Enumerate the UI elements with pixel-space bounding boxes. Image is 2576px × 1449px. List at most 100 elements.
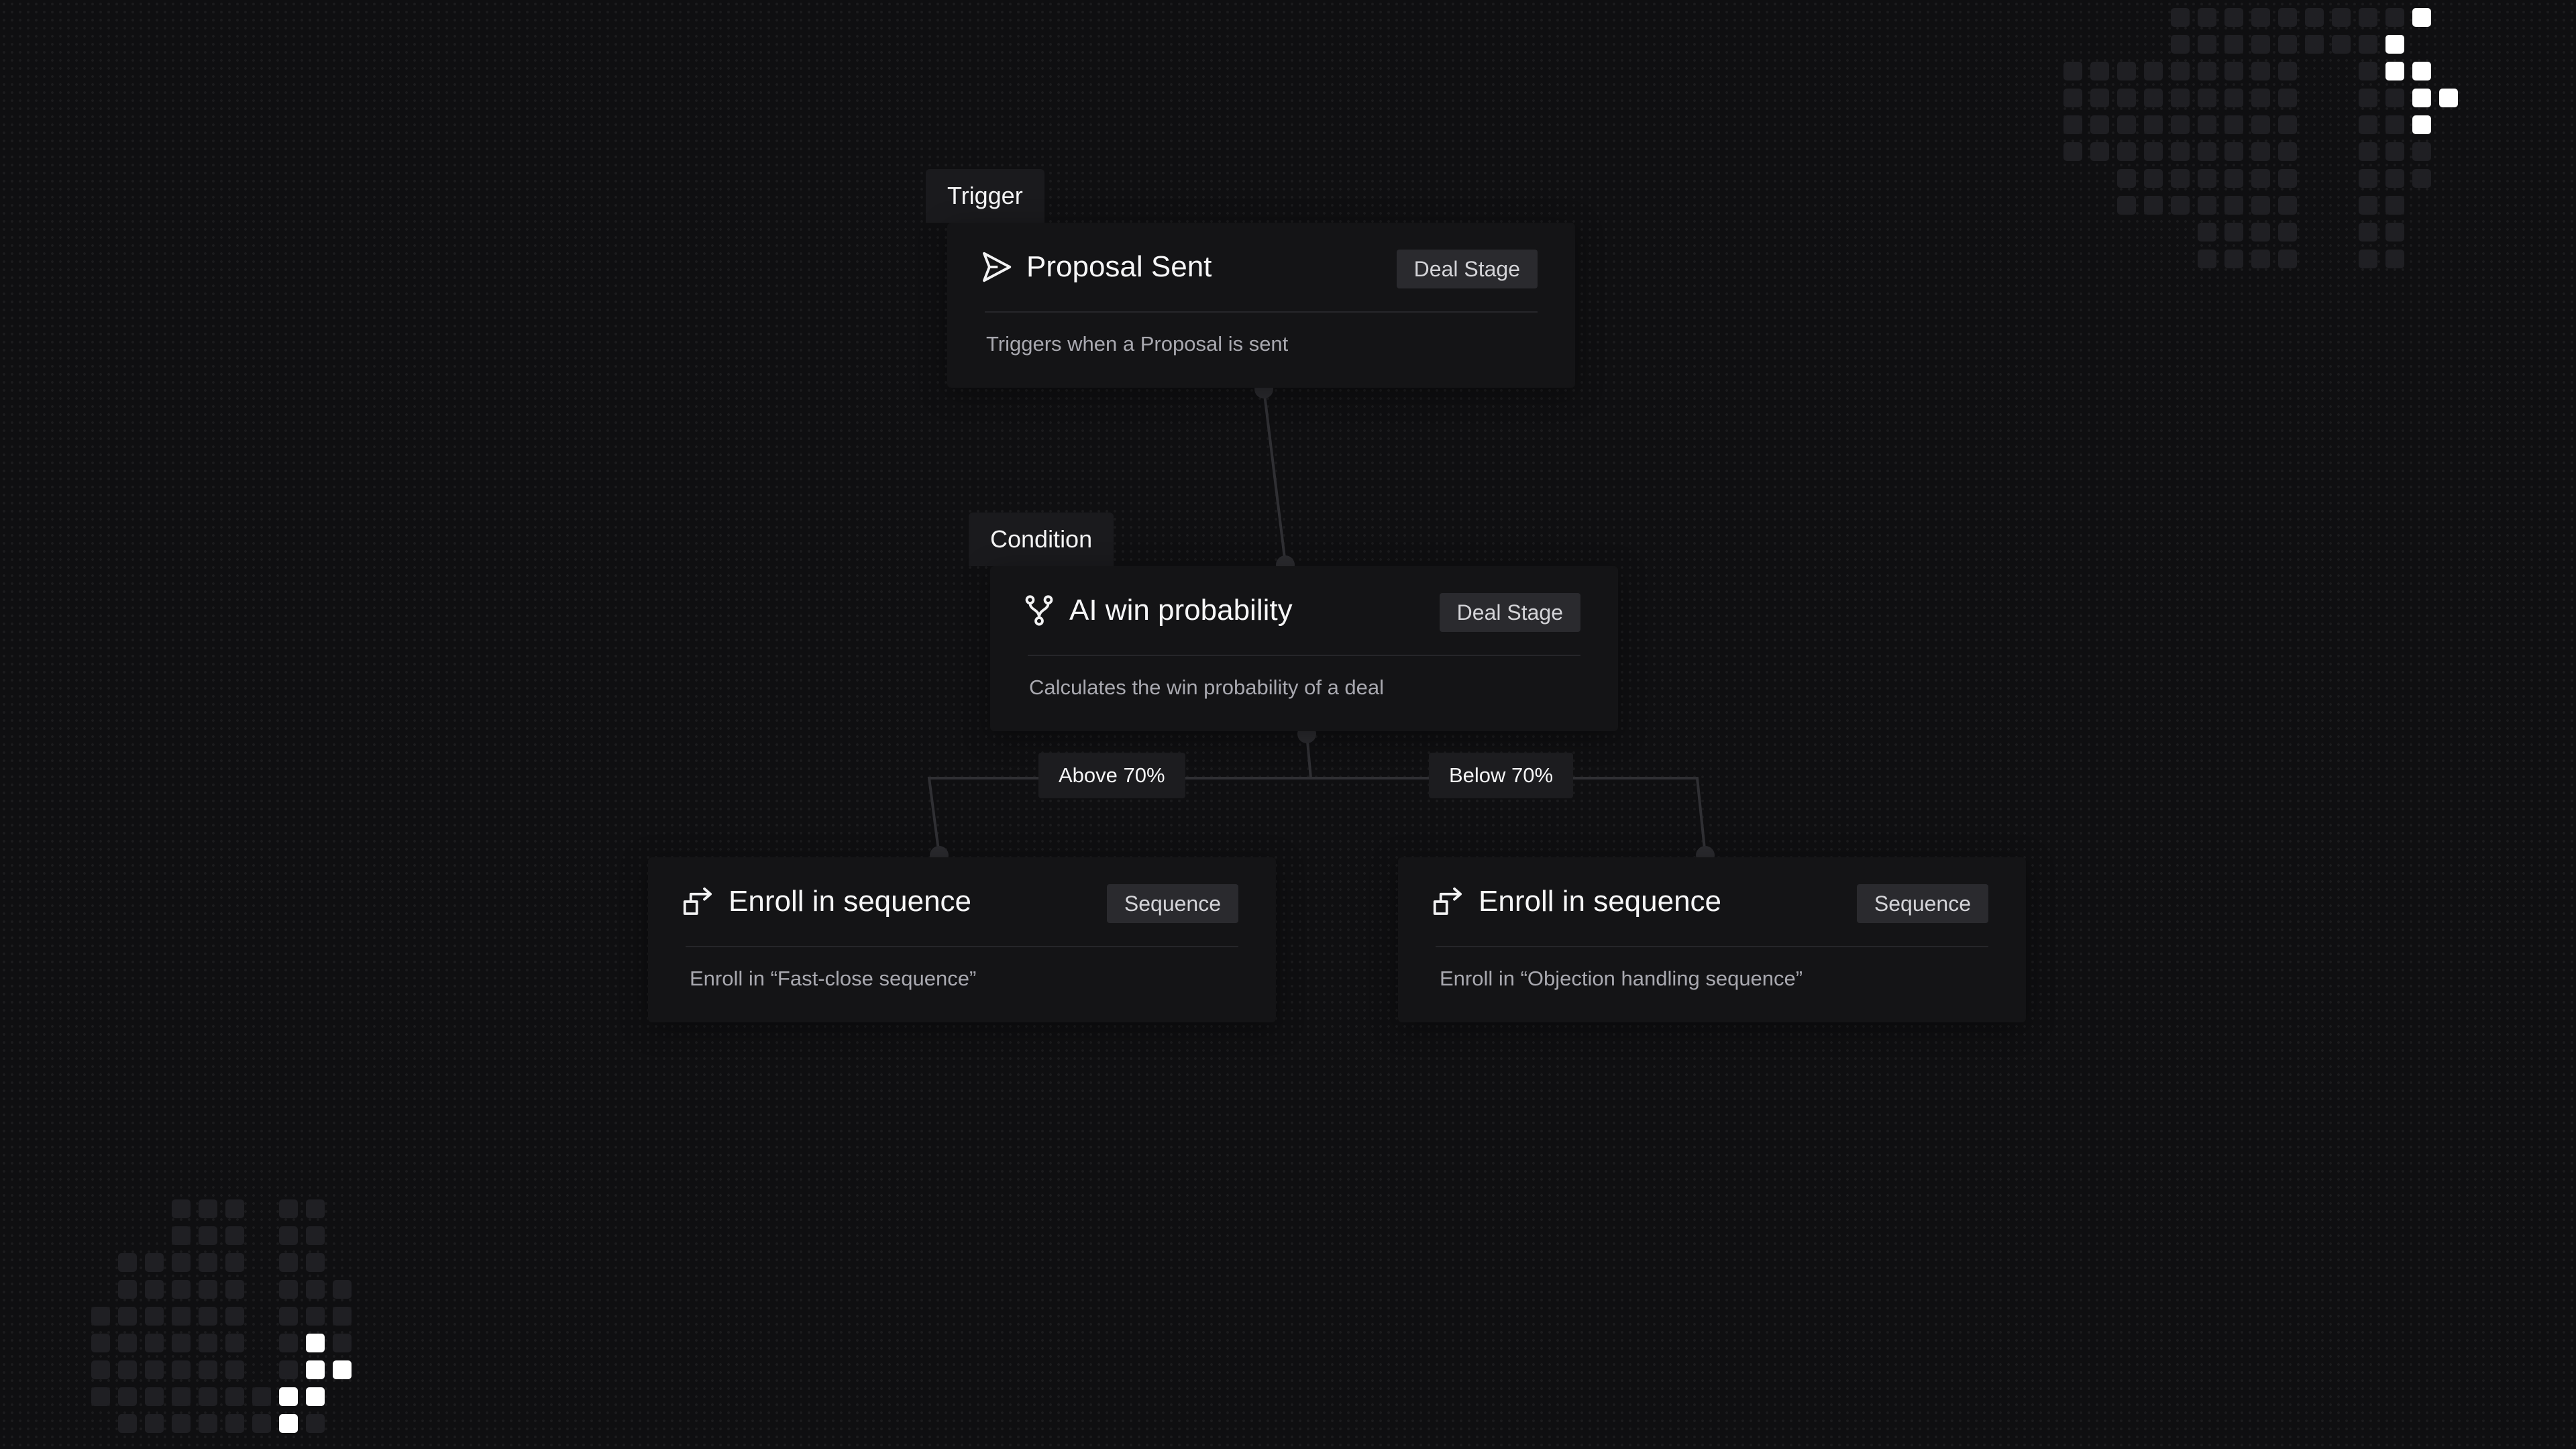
pixel-block bbox=[2117, 196, 2136, 215]
pixel-block bbox=[145, 1307, 164, 1326]
condition-divider bbox=[1028, 655, 1580, 656]
action-node-header: Enroll in sequence Sequence bbox=[648, 857, 1276, 946]
pixel-block bbox=[2090, 62, 2109, 80]
pixel-block bbox=[199, 1387, 217, 1406]
trigger-tab[interactable]: Trigger bbox=[926, 169, 1044, 223]
pixel-block bbox=[279, 1360, 298, 1379]
pixel-block bbox=[2171, 62, 2190, 80]
pixel-block bbox=[2171, 35, 2190, 54]
pixel-block bbox=[199, 1414, 217, 1433]
pixel-block bbox=[306, 1253, 325, 1272]
action-badge: Sequence bbox=[1856, 884, 1988, 923]
pixel-block bbox=[145, 1334, 164, 1352]
pixel-block-bright bbox=[2385, 62, 2404, 80]
pixel-block bbox=[306, 1199, 325, 1218]
pixel-block bbox=[2278, 223, 2297, 241]
action-node-header: Enroll in sequence Sequence bbox=[1398, 857, 2026, 946]
pixel-block bbox=[2278, 250, 2297, 268]
enroll-icon bbox=[1430, 883, 1466, 920]
pixel-block-bright bbox=[306, 1334, 325, 1352]
enroll-icon bbox=[680, 883, 716, 920]
pixel-block bbox=[2412, 169, 2431, 188]
pixel-block-bright bbox=[2412, 62, 2431, 80]
pixel-block bbox=[2144, 62, 2163, 80]
branch-label-below[interactable]: Below 70% bbox=[1429, 753, 1574, 798]
pixel-block bbox=[2359, 89, 2377, 107]
pixel-block bbox=[2224, 142, 2243, 161]
action-description: Enroll in “Objection handling sequence” bbox=[1440, 967, 1803, 990]
pixel-block-bright bbox=[2412, 115, 2431, 134]
pixel-block bbox=[118, 1334, 137, 1352]
pixel-block-bright bbox=[306, 1387, 325, 1406]
pixel-block bbox=[2224, 250, 2243, 268]
pixel-block bbox=[2385, 89, 2404, 107]
pixel-block bbox=[252, 1387, 271, 1406]
action-node-objection-handling[interactable]: Enroll in sequence Sequence Enroll in “O… bbox=[1398, 857, 2026, 1022]
pixel-block bbox=[2171, 142, 2190, 161]
pixel-block-bright bbox=[333, 1360, 352, 1379]
pixel-block bbox=[2224, 196, 2243, 215]
pixel-block bbox=[145, 1253, 164, 1272]
pixel-block-bright bbox=[279, 1414, 298, 1433]
pixel-block bbox=[199, 1307, 217, 1326]
pixel-block bbox=[225, 1253, 244, 1272]
pixel-block bbox=[2090, 89, 2109, 107]
pixel-block bbox=[2251, 62, 2270, 80]
pixel-block bbox=[2117, 115, 2136, 134]
pixel-block bbox=[2198, 35, 2216, 54]
pixel-block bbox=[2251, 35, 2270, 54]
pixel-block bbox=[2251, 196, 2270, 215]
pixel-block bbox=[2117, 169, 2136, 188]
pixel-block bbox=[2198, 8, 2216, 27]
action-divider bbox=[686, 946, 1238, 947]
action-badge: Sequence bbox=[1106, 884, 1238, 923]
pixel-block bbox=[2359, 8, 2377, 27]
pixel-block bbox=[172, 1387, 191, 1406]
pixel-block bbox=[2224, 35, 2243, 54]
pixel-block bbox=[145, 1387, 164, 1406]
action-node-fast-close[interactable]: Enroll in sequence Sequence Enroll in “F… bbox=[648, 857, 1276, 1022]
pixel-block bbox=[2063, 142, 2082, 161]
condition-node[interactable]: AI win probability Deal Stage Calculates… bbox=[990, 566, 1618, 731]
pixel-block bbox=[2198, 115, 2216, 134]
pixel-block bbox=[2198, 223, 2216, 241]
pixel-block bbox=[2305, 35, 2324, 54]
pixel-block bbox=[2278, 142, 2297, 161]
pixel-block bbox=[2063, 115, 2082, 134]
trigger-description: Triggers when a Proposal is sent bbox=[986, 332, 1289, 356]
pixel-block bbox=[2171, 8, 2190, 27]
pixel-block bbox=[118, 1387, 137, 1406]
pixel-block-bright bbox=[306, 1360, 325, 1379]
pixel-block bbox=[2224, 62, 2243, 80]
pixel-block bbox=[2278, 89, 2297, 107]
pixel-block bbox=[2171, 169, 2190, 188]
pixel-block bbox=[2144, 169, 2163, 188]
pixel-block bbox=[2251, 8, 2270, 27]
pixel-block bbox=[2117, 89, 2136, 107]
action-title: Enroll in sequence bbox=[729, 885, 972, 918]
pixel-block bbox=[145, 1414, 164, 1433]
pixel-block-bright bbox=[2412, 89, 2431, 107]
pixel-block bbox=[2144, 115, 2163, 134]
pixel-block bbox=[2385, 250, 2404, 268]
condition-tab[interactable]: Condition bbox=[969, 513, 1114, 566]
pixel-block bbox=[333, 1280, 352, 1299]
condition-description: Calculates the win probability of a deal bbox=[1029, 676, 1385, 699]
pixel-block bbox=[118, 1414, 137, 1433]
pixel-block bbox=[2090, 115, 2109, 134]
branch-label-above[interactable]: Above 70% bbox=[1038, 753, 1185, 798]
pixel-block bbox=[2359, 35, 2377, 54]
trigger-node[interactable]: Proposal Sent Deal Stage Triggers when a… bbox=[947, 223, 1575, 388]
pixel-block bbox=[2385, 8, 2404, 27]
pixel-block bbox=[2144, 142, 2163, 161]
pixel-block bbox=[199, 1199, 217, 1218]
branch-icon bbox=[1021, 592, 1057, 629]
connector-trigger-to-condition bbox=[1263, 388, 1287, 564]
trigger-badge: Deal Stage bbox=[1396, 250, 1538, 288]
pixel-block bbox=[279, 1226, 298, 1245]
pixel-block bbox=[2412, 142, 2431, 161]
pixel-block bbox=[2224, 89, 2243, 107]
pixel-block bbox=[279, 1280, 298, 1299]
pixel-block bbox=[2117, 142, 2136, 161]
pixel-block bbox=[2224, 223, 2243, 241]
